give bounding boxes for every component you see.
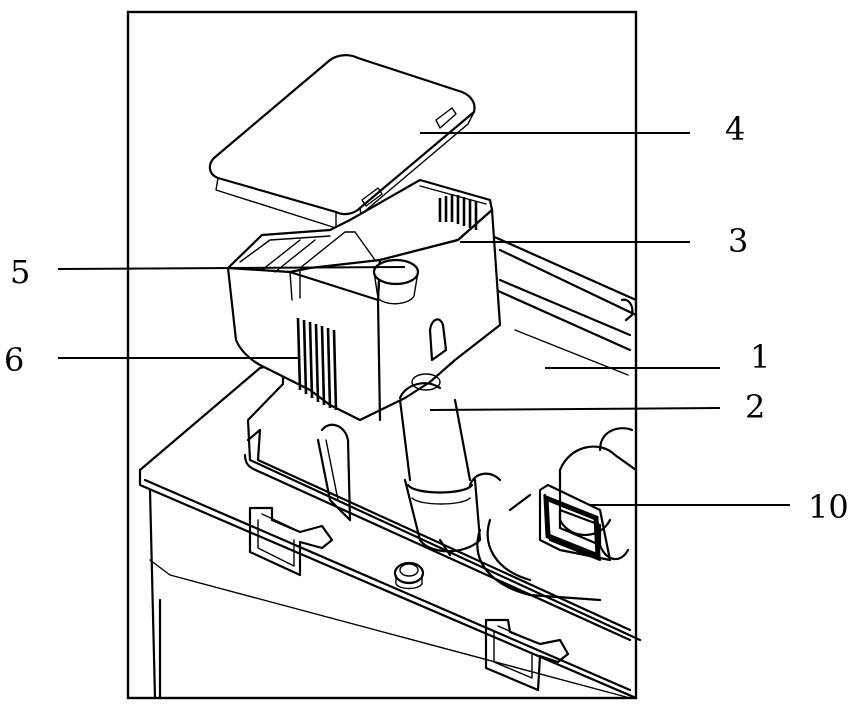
label-10: 10 [808, 488, 849, 526]
latch-left [248, 506, 334, 577]
label-3: 3 [728, 222, 748, 260]
label-5: 5 [10, 253, 30, 291]
tray-channel [316, 423, 602, 602]
leader-2 [429, 407, 721, 411]
tube [398, 398, 482, 557]
latch-right [484, 618, 570, 692]
frame-border [126, 10, 638, 700]
label-2: 2 [745, 388, 765, 426]
knob [393, 561, 425, 590]
label-1: 1 [750, 338, 770, 376]
pump-assembly [538, 427, 638, 562]
label-6: 6 [4, 341, 24, 379]
leader-lines [57, 132, 790, 506]
filter-box [226, 178, 502, 422]
label-4: 4 [725, 110, 745, 148]
leader-5 [57, 266, 406, 270]
base-body [138, 233, 642, 700]
callout-labels: 4 3 5 1 6 2 10 [4, 110, 849, 526]
